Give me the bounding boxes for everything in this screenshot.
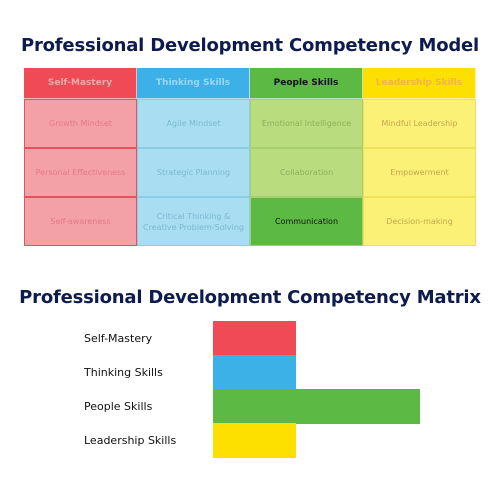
matrix-bar — [213, 321, 296, 356]
competency-cell: Empowerment — [363, 148, 476, 197]
column-header-self-mastery: Self-Mastery — [24, 68, 137, 99]
matrix-category-label: Leadership Skills — [84, 434, 177, 447]
competency-cell: Critical Thinking & Creative Problem-Sol… — [137, 197, 250, 246]
competency-model-grid: Self-Mastery Thinking Skills People Skil… — [24, 68, 476, 246]
matrix-category-label: Self-Mastery — [84, 332, 153, 345]
competency-cell: Personal Effectiveness — [24, 148, 137, 197]
column-header-leadership-skills: Leadership Skills — [363, 68, 476, 99]
matrix-title: Professional Development Competency Matr… — [19, 287, 481, 308]
matrix-category-label: Thinking Skills — [84, 366, 163, 379]
competency-cell: Mindful Leadership — [363, 99, 476, 148]
competency-cell: Agile Mindset — [137, 99, 250, 148]
matrix-category-label: People Skills — [84, 400, 153, 413]
competency-cell: Decision-making — [363, 197, 476, 246]
competency-cell: Growth Mindset — [24, 99, 137, 148]
competency-cell: Strategic Planning — [137, 148, 250, 197]
column-header-people-skills: People Skills — [250, 68, 363, 99]
model-title: Professional Development Competency Mode… — [20, 35, 480, 56]
competency-cell: Emotional Intelligence — [250, 99, 363, 148]
competency-cell: Self-awareness — [24, 197, 137, 246]
matrix-bar — [213, 355, 296, 390]
matrix-bar — [213, 423, 296, 458]
competency-cell: Collaboration — [250, 148, 363, 197]
matrix-bar — [213, 389, 420, 424]
competency-cell-highlighted: Communication — [250, 197, 363, 246]
column-header-thinking-skills: Thinking Skills — [137, 68, 250, 99]
